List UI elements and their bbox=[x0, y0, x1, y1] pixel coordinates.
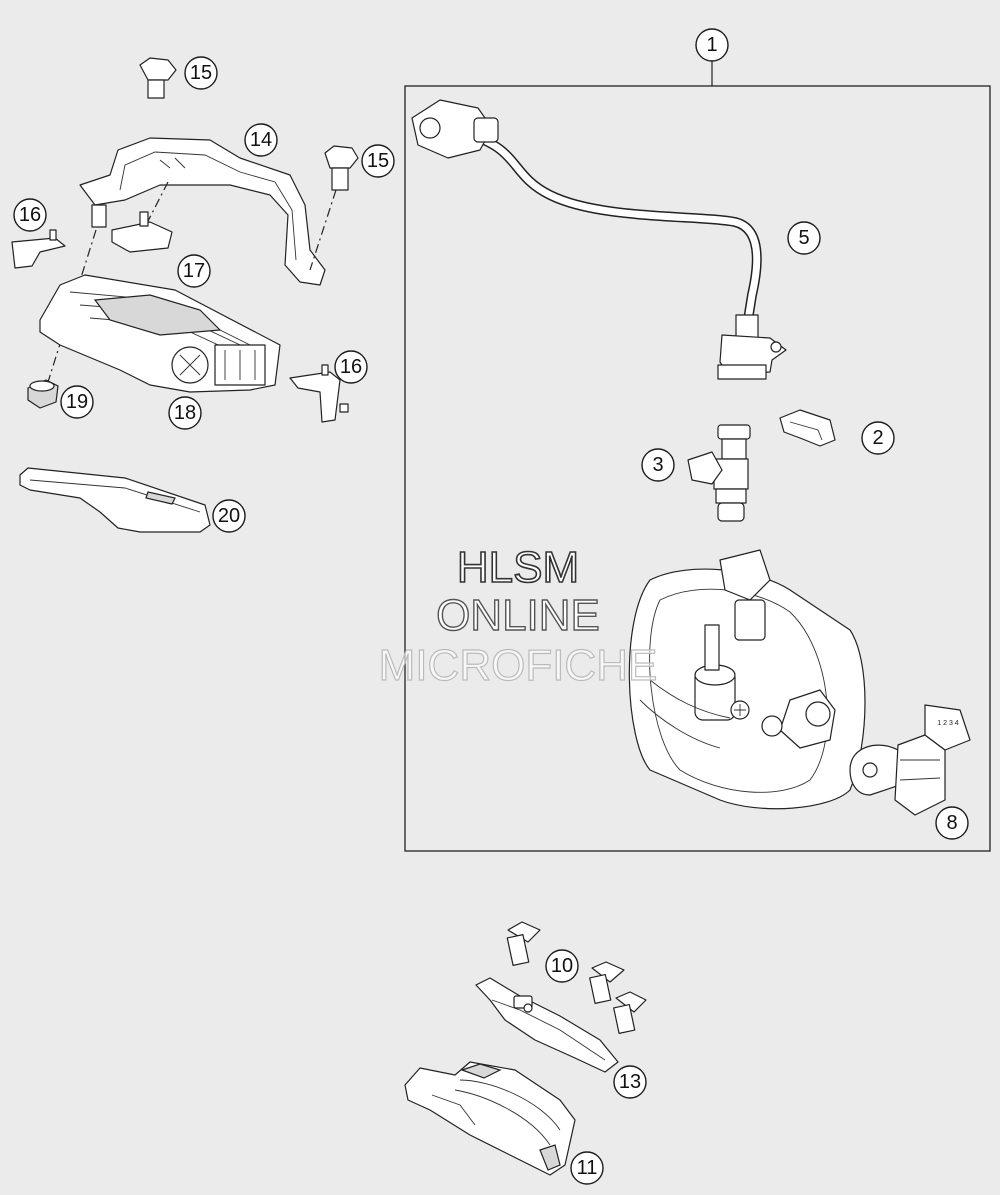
part-fuel-hose bbox=[411, 99, 787, 380]
part-screw-1 bbox=[506, 921, 541, 966]
part-clip bbox=[779, 409, 836, 447]
part-clip-16-right bbox=[289, 364, 349, 423]
callout-17: 17 bbox=[177, 254, 211, 288]
svg-text:2: 2 bbox=[872, 427, 883, 449]
part-intake-flange bbox=[404, 1061, 576, 1176]
callout-14: 14 bbox=[244, 123, 278, 157]
callout-3: 3 bbox=[641, 448, 675, 482]
svg-text:16: 16 bbox=[340, 356, 362, 378]
part-bolt-right bbox=[324, 145, 359, 191]
callout-15-top: 15 bbox=[184, 56, 218, 90]
callout-15-right: 15 bbox=[361, 144, 395, 178]
svg-text:19: 19 bbox=[66, 391, 88, 413]
watermark-line-2: ONLINE bbox=[436, 591, 600, 640]
callout-2: 2 bbox=[861, 421, 895, 455]
leader-17-dash bbox=[145, 181, 169, 226]
part-screw-2 bbox=[589, 961, 625, 1004]
part-bracket bbox=[79, 137, 326, 286]
svg-text:14: 14 bbox=[250, 129, 272, 151]
watermark-line-3: MICROFICHE bbox=[379, 641, 658, 690]
callout-11: 11 bbox=[570, 1151, 604, 1185]
svg-text:1: 1 bbox=[706, 34, 717, 56]
leader-15-dash bbox=[309, 189, 337, 271]
part-clip-16-left bbox=[11, 229, 66, 269]
svg-text:5: 5 bbox=[798, 227, 809, 249]
callout-10: 10 bbox=[545, 949, 579, 983]
svg-text:18: 18 bbox=[174, 402, 196, 424]
watermark-line-1: HLSM bbox=[457, 543, 579, 592]
callout-5: 5 bbox=[787, 221, 821, 255]
part-ecu bbox=[39, 274, 281, 393]
part-hose-clamp bbox=[475, 977, 619, 1073]
svg-text:16: 16 bbox=[19, 204, 41, 226]
callout-19: 19 bbox=[60, 385, 94, 419]
part-nut-17 bbox=[111, 211, 173, 253]
part-screw-3 bbox=[613, 991, 647, 1034]
map-sensor-pin-label: 1 2 3 4 bbox=[937, 720, 959, 727]
svg-text:11: 11 bbox=[577, 1157, 598, 1179]
svg-text:8: 8 bbox=[946, 812, 957, 834]
svg-text:20: 20 bbox=[218, 505, 240, 527]
callout-1: 1 bbox=[695, 28, 729, 62]
part-injector bbox=[687, 424, 751, 522]
part-bolt-top bbox=[139, 57, 177, 99]
svg-text:3: 3 bbox=[652, 454, 663, 476]
svg-text:13: 13 bbox=[619, 1071, 641, 1093]
svg-text:17: 17 bbox=[183, 260, 205, 282]
part-pad bbox=[19, 467, 211, 533]
callout-13: 13 bbox=[613, 1065, 647, 1099]
callout-18: 18 bbox=[168, 396, 202, 430]
svg-text:10: 10 bbox=[551, 955, 573, 977]
svg-text:15: 15 bbox=[190, 62, 212, 84]
part-throttle-body bbox=[628, 549, 866, 810]
callout-20: 20 bbox=[212, 499, 246, 533]
part-map-sensor: 1 2 3 4 bbox=[849, 704, 971, 816]
callout-16-right: 16 bbox=[334, 350, 368, 384]
callout-8: 8 bbox=[935, 806, 969, 840]
part-grommet bbox=[27, 379, 59, 409]
assembly-1-frame bbox=[404, 85, 991, 852]
svg-text:15: 15 bbox=[367, 150, 389, 172]
callout-16-left: 16 bbox=[13, 198, 47, 232]
